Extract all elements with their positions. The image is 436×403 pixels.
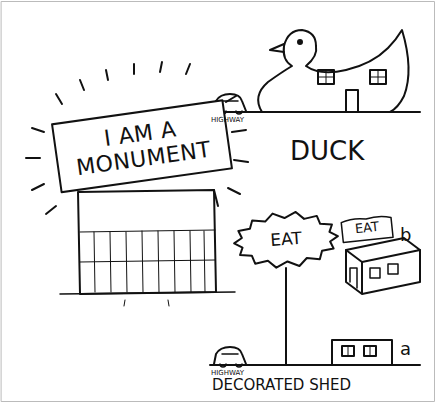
shed-a <box>332 340 392 365</box>
building-letter: b <box>400 226 411 244</box>
monument-sign: I AM A MONUMENT <box>51 99 233 193</box>
duck-title: DUCK <box>290 138 364 164</box>
monument-building <box>60 190 235 306</box>
eat-starburst-sign: EAT <box>232 209 340 272</box>
eat-roof-sign: EAT <box>340 213 394 243</box>
decorated-shed-title: DECORATED SHED <box>212 378 351 393</box>
duck-outline <box>258 30 408 112</box>
sign-pole <box>285 268 287 365</box>
duck-building <box>210 30 420 114</box>
shed-b <box>346 238 420 294</box>
building-letter: a <box>400 340 411 358</box>
car <box>214 347 246 364</box>
monument-rays <box>26 62 248 214</box>
duck-beak <box>270 44 284 52</box>
highway-label: HIGHWAY <box>211 370 244 377</box>
highway-label: HIGHWAY <box>211 117 244 124</box>
